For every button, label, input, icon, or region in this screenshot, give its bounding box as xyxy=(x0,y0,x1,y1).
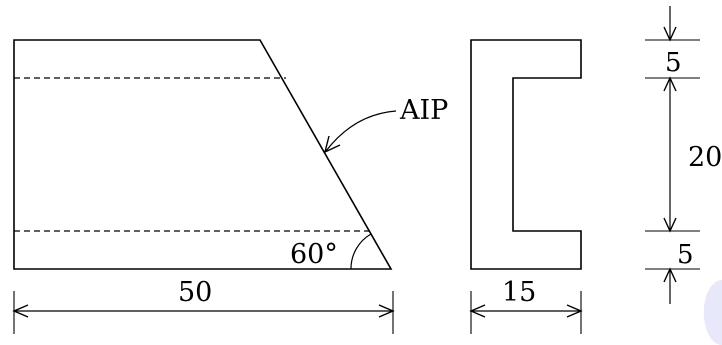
angle-label: 60° xyxy=(290,239,338,270)
aip-leader-line xyxy=(325,110,397,152)
width-label: 15 xyxy=(502,277,536,308)
corner-tab xyxy=(703,280,722,345)
arrowhead-web-bottom xyxy=(663,217,677,233)
angle-arc xyxy=(350,233,372,270)
front-view-outline xyxy=(13,39,393,270)
aip-label: AIP xyxy=(399,95,448,126)
dimension-vertical: 5 20 5 xyxy=(645,6,722,304)
bottom-flange-label: 5 xyxy=(677,240,694,270)
arrowhead-width-right xyxy=(566,304,583,318)
arrowhead-top-flange xyxy=(663,26,677,42)
arrowhead-length-left xyxy=(12,304,29,318)
side-view xyxy=(470,39,582,270)
front-view: 60° xyxy=(13,39,393,270)
length-label: 50 xyxy=(178,277,212,308)
arrowhead-width-left xyxy=(469,304,486,318)
aip-callout: AIP xyxy=(323,95,448,154)
arrowhead-bottom-flange xyxy=(663,267,677,283)
top-flange-label: 5 xyxy=(665,48,682,78)
channel-outline xyxy=(470,39,582,270)
arrowhead-length-right xyxy=(378,304,395,318)
dimension-width: 15 xyxy=(469,277,583,334)
arrowhead-web-top xyxy=(663,76,677,92)
dimension-length: 50 xyxy=(12,277,395,334)
aip-leader-arrowhead xyxy=(323,135,341,154)
web-height-label: 20 xyxy=(688,142,722,173)
